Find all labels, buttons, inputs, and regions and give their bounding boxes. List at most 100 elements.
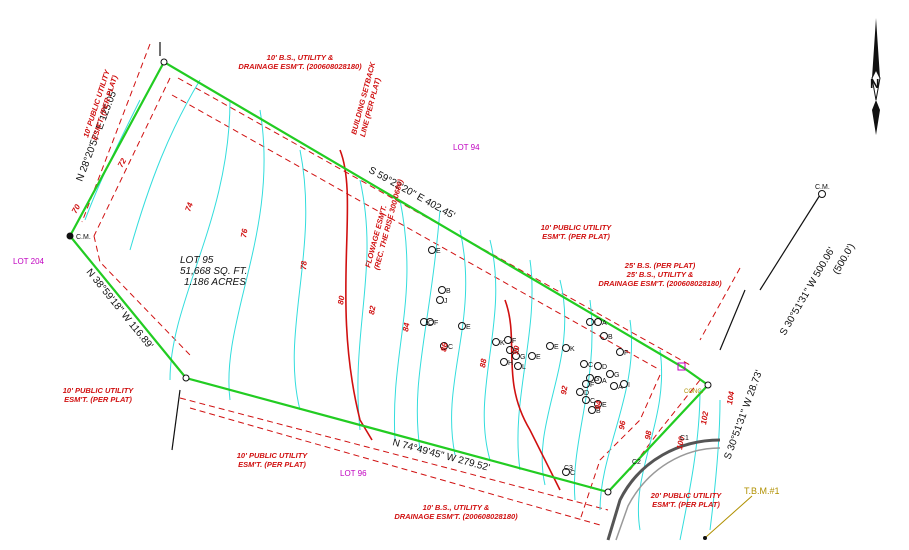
tree-icon: A [610, 382, 623, 391]
svg-text:F: F [624, 350, 628, 357]
curve-c2: C2 [632, 459, 641, 466]
tree-icon: B [588, 406, 601, 415]
svg-text:G: G [594, 376, 599, 383]
lot-area-sqft: 51,668 SQ. FT. [180, 266, 247, 277]
tree-icon: F [504, 336, 516, 345]
contour-label: 92 [559, 384, 570, 395]
svg-text:G: G [614, 372, 619, 379]
tree-icon: K [492, 338, 505, 347]
svg-text:E: E [536, 354, 541, 361]
lot-name: LOT 95 [180, 255, 214, 266]
tree-icon: F [582, 380, 594, 389]
contour-label: 72 [116, 156, 129, 169]
curve-c3: C3 [564, 465, 573, 472]
bearing-east-road-plat: (500.0') [831, 242, 857, 277]
svg-text:B: B [596, 408, 601, 415]
tree-icon: E [594, 400, 607, 409]
tree-icon: E [546, 342, 559, 351]
tree-icon: F [426, 318, 438, 327]
svg-text:B: B [608, 334, 613, 341]
easement-labels: 10' PUBLIC UTILITYESM'T. (PER PLAT)10' B… [63, 53, 723, 521]
svg-text:C: C [588, 362, 593, 369]
tree-icon: D [506, 346, 519, 355]
svg-text:K: K [500, 340, 505, 347]
svg-text:C: C [590, 398, 595, 405]
bearing-se: S 30°51'31" W 28.73' [722, 369, 765, 461]
lot-96-label: LOT 96 [340, 469, 367, 478]
svg-text:A: A [602, 320, 607, 327]
contour-lines [84, 79, 721, 541]
svg-text:N: N [870, 76, 879, 91]
contour-label: 80 [336, 294, 347, 305]
lot-94-label: LOT 94 [453, 143, 480, 152]
tree-icon: K [562, 344, 575, 353]
tbm-label: T.B.M.#1 [744, 486, 780, 496]
svg-text:I: I [628, 382, 630, 389]
svg-text:D: D [602, 364, 607, 371]
tree-icon: C [580, 360, 593, 369]
lot-area-acres: 1.186 ACRES [184, 277, 246, 288]
svg-text:E: E [436, 248, 441, 255]
tree-icon: E [528, 352, 541, 361]
svg-text:F: F [590, 382, 594, 389]
bearing-sw: N 38°59'18" W 116.89' [84, 267, 155, 351]
svg-text:E: E [602, 402, 607, 409]
svg-text:F: F [434, 320, 438, 327]
monuments [66, 58, 826, 496]
road-edges [159, 42, 821, 541]
contour-label: 86 [439, 341, 450, 352]
tree-icon: A [594, 376, 607, 385]
easement-label-bs-e: 25' B.S. (PER PLAT)25' B.S., UTILITY &DR… [598, 261, 722, 288]
svg-text:C: C [448, 344, 453, 351]
svg-text:A: A [618, 384, 623, 391]
curve-c1: C1 [680, 435, 689, 442]
contour-label: 94 [593, 399, 604, 410]
tree-icon: C [440, 342, 453, 351]
svg-text:K: K [570, 346, 575, 353]
svg-text:A: A [602, 378, 607, 385]
svg-text:H: H [508, 360, 513, 367]
contour-label: 96 [617, 419, 628, 430]
contour-label: 100 [675, 435, 686, 450]
svg-text:F: F [512, 338, 516, 345]
tree-icon: E [428, 246, 441, 255]
tree-icon: I [620, 380, 630, 389]
tree-icon: G [512, 352, 525, 361]
tree-icon: B [600, 332, 613, 341]
tree-icon: G [586, 374, 599, 383]
easement-label-bsl: BUILDING SETBACKLINE (PER PLAT) [349, 61, 386, 138]
svg-text:E: E [554, 344, 559, 351]
svg-text:C: C [570, 470, 575, 477]
contour-label: 74 [183, 201, 195, 213]
lot-204-label: LOT 204 [13, 257, 45, 266]
contour-label: 82 [367, 304, 378, 315]
tree-icon: L [514, 362, 526, 371]
tree-icon: C [582, 396, 595, 405]
tree-icon: D [594, 362, 607, 371]
tree-icon: H [500, 358, 513, 367]
svg-text:E: E [466, 324, 471, 331]
tree-icon: B [438, 286, 451, 295]
tree-icon: F [616, 348, 628, 357]
contour-label: 84 [401, 321, 412, 332]
conc-label: CONC. [684, 389, 704, 395]
contour-label: 78 [299, 260, 309, 270]
svg-text:B: B [446, 288, 451, 295]
lot-boundary [68, 60, 710, 494]
contour-label: 104 [725, 390, 736, 405]
svg-text:C: C [428, 320, 433, 327]
contour-label: 76 [239, 227, 250, 238]
cm-east-label: C.M. [815, 184, 830, 191]
tree-icon: A [594, 318, 607, 327]
contour-label: 102 [699, 410, 710, 425]
contour-label: 98 [643, 429, 654, 440]
tree-icon: G [606, 370, 619, 379]
tree-icon: D [576, 388, 589, 397]
